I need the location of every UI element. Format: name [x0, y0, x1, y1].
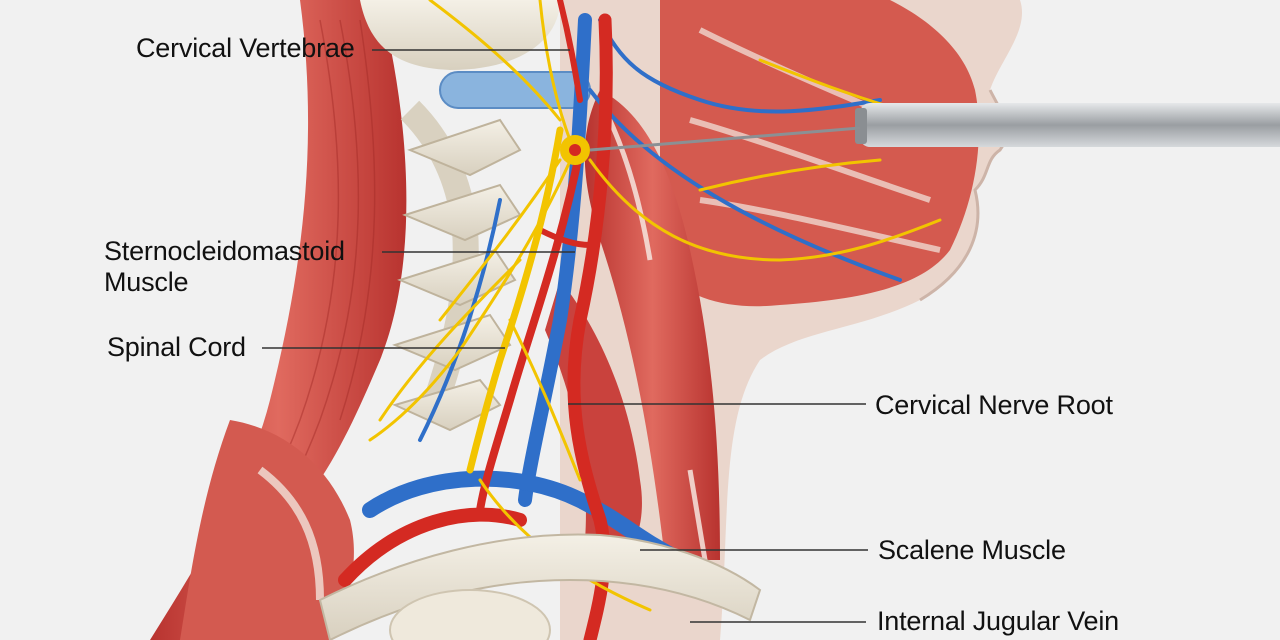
sternocleidomastoid-muscle [584, 90, 720, 560]
label-sternocleidomastoid-muscle: Sternocleidomastoid Muscle [104, 236, 345, 297]
facial-muscles [660, 0, 979, 307]
spinal-cord [466, 126, 564, 474]
scalene-muscle [545, 280, 642, 550]
sternum-bone [389, 589, 551, 640]
leader-lines [262, 49, 868, 623]
trapezius-muscle [180, 420, 354, 640]
skull-base-bone [360, 0, 560, 70]
posterior-neck-muscles [150, 0, 407, 640]
probe-instrument [589, 103, 1280, 152]
vein-network [362, 13, 902, 568]
label-cervical-nerve-root: Cervical Nerve Root [875, 390, 1113, 420]
label-scalene-muscle: Scalene Muscle [878, 535, 1066, 565]
internal-jugular-vein [518, 13, 592, 507]
cervical-vertebrae-column [392, 100, 522, 432]
atlas-disc [439, 71, 591, 109]
label-internal-jugular-vein: Internal Jugular Vein [877, 606, 1119, 636]
label-cervical-vertebrae: Cervical Vertebrae [136, 33, 355, 63]
nerve-network [368, 0, 942, 612]
label-spinal-cord: Spinal Cord [107, 332, 246, 362]
